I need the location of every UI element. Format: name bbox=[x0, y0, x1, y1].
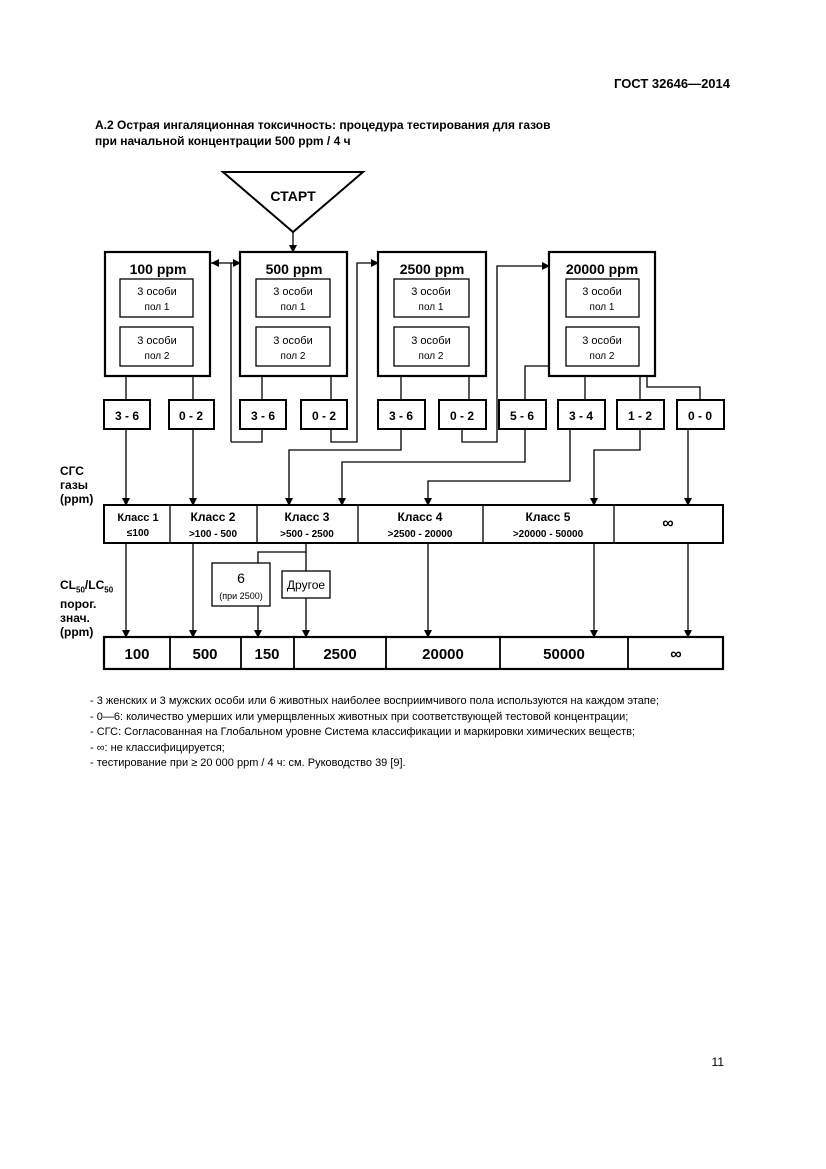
concentration-label: 20000 ppm bbox=[566, 261, 638, 277]
group-count: 3 особи bbox=[137, 286, 176, 298]
branch-note: (при 2500) bbox=[219, 591, 262, 601]
start-node: СТАРТ bbox=[220, 171, 366, 234]
outcome-arrow bbox=[338, 429, 526, 506]
outcome-box: 0 - 2 bbox=[300, 399, 348, 430]
group-sex: пол 1 bbox=[145, 302, 170, 313]
threshold-value: 50000 bbox=[543, 646, 585, 663]
class-range: >20000 - 50000 bbox=[513, 529, 584, 540]
section-heading: А.2 Острая ингаляционная токсичность: пр… bbox=[95, 117, 551, 149]
svg-text:3 - 6: 3 - 6 bbox=[115, 409, 139, 423]
threshold-value: 500 bbox=[192, 646, 217, 663]
start-label: СТАРТ bbox=[270, 188, 316, 204]
group-sex: пол 1 bbox=[281, 302, 306, 313]
outcome-box: 0 - 0 bbox=[676, 399, 725, 430]
svg-text:0 - 0: 0 - 0 bbox=[688, 409, 712, 423]
threshold-value: ∞ bbox=[670, 646, 681, 663]
group-sex: пол 2 bbox=[281, 351, 306, 362]
class-name: Класс 5 bbox=[526, 510, 571, 524]
footnote: - 0—6: количество умерших или умерщвленн… bbox=[90, 710, 629, 723]
outcome-box: 3 - 6 bbox=[103, 399, 151, 430]
group-count: 3 особи bbox=[411, 286, 450, 298]
concentration-label: 500 ppm bbox=[266, 261, 323, 277]
heading-line-2: при начальной концентрации 500 ppm / 4 ч bbox=[95, 134, 351, 148]
threshold-value: 150 bbox=[254, 646, 279, 663]
feedback-line bbox=[231, 429, 263, 443]
group-count: 3 особи bbox=[582, 335, 621, 347]
outcome-box: 0 - 2 bbox=[168, 399, 215, 430]
footnote: - 3 женских и 3 мужских особи или 6 живо… bbox=[90, 695, 660, 707]
class-name: Класс 4 bbox=[398, 510, 443, 524]
outcome-arrow bbox=[590, 429, 641, 506]
concentration-label: 100 ppm bbox=[130, 261, 187, 277]
svg-text:0 - 2: 0 - 2 bbox=[312, 409, 336, 423]
class-name: Класс 1 bbox=[117, 512, 158, 524]
outcome-box: 3 - 6 bbox=[239, 399, 287, 430]
outcome-arrow bbox=[285, 429, 402, 506]
group-count: 3 особи bbox=[411, 335, 450, 347]
group-count: 3 особи bbox=[273, 286, 312, 298]
threshold-row: 100 500 150 2500 20000 50000 ∞ bbox=[102, 635, 725, 671]
feedback-arrow bbox=[461, 262, 550, 443]
footnote: - ∞: не классифицируется; bbox=[90, 741, 225, 754]
group-count: 3 особи bbox=[273, 335, 312, 347]
box-to-outcome-lines bbox=[125, 365, 701, 400]
outcome-box: 1 - 2 bbox=[616, 399, 665, 430]
ghs-axis-label: СГС газы (ppm) bbox=[60, 464, 94, 506]
threshold-value: 100 bbox=[124, 646, 149, 663]
group-sex: пол 2 bbox=[590, 351, 615, 362]
threshold-value: 2500 bbox=[323, 646, 356, 663]
svg-text:3 - 6: 3 - 6 bbox=[251, 409, 275, 423]
concentration-box-2500: 2500 ppm 3 особи пол 1 3 особи пол 2 bbox=[376, 250, 488, 378]
outcome-arrow bbox=[424, 429, 571, 506]
group-sex: пол 1 bbox=[590, 302, 615, 313]
concentration-label: 2500 ppm bbox=[400, 261, 465, 277]
svg-text:0 - 2: 0 - 2 bbox=[450, 409, 474, 423]
group-sex: пол 2 bbox=[419, 351, 444, 362]
class-range: >500 - 2500 bbox=[280, 529, 334, 540]
branch-other: Другое bbox=[287, 578, 325, 592]
lc50-axis-label: CL50/LC50 порог. знач. (ppm) bbox=[60, 578, 114, 640]
outcome-box: 3 - 6 bbox=[377, 399, 426, 430]
heading-line-1: А.2 Острая ингаляционная токсичность: пр… bbox=[95, 118, 551, 132]
branch-box-other: Другое bbox=[281, 570, 331, 599]
footnote: - СГС: Согласованная на Глобальном уровн… bbox=[90, 726, 636, 738]
class-name: Класс 2 bbox=[191, 510, 236, 524]
class-range: >2500 - 20000 bbox=[388, 529, 453, 540]
group-count: 3 особи bbox=[582, 286, 621, 298]
footnote: - тестирование при ≥ 20 000 ppm / 4 ч: с… bbox=[90, 757, 406, 769]
document-code: ГОСТ 32646—2014 bbox=[614, 76, 730, 91]
class-name: Класс 3 bbox=[285, 510, 330, 524]
threshold-value: 20000 bbox=[422, 646, 464, 663]
svg-text:0 - 2: 0 - 2 bbox=[179, 409, 203, 423]
branch-value: 6 bbox=[237, 570, 245, 586]
footnotes: - 3 женских и 3 мужских особи или 6 живо… bbox=[90, 694, 659, 772]
concentration-box-100: 100 ppm 3 особи пол 1 3 особи пол 2 bbox=[103, 250, 212, 378]
group-sex: пол 1 bbox=[419, 302, 444, 313]
class-range: >100 - 500 bbox=[189, 529, 238, 540]
concentration-box-500: 500 ppm 3 особи пол 1 3 особи пол 2 bbox=[238, 250, 349, 378]
group-sex: пол 2 bbox=[145, 351, 170, 362]
outcome-box: 5 - 6 bbox=[498, 399, 547, 430]
svg-text:3 - 4: 3 - 4 bbox=[569, 409, 593, 423]
svg-text:1 - 2: 1 - 2 bbox=[628, 409, 652, 423]
class-name: ∞ bbox=[662, 515, 673, 532]
outcome-box: 0 - 2 bbox=[438, 399, 487, 430]
class-row: Класс 1 ≤100 Класс 2 >100 - 500 Класс 3 … bbox=[103, 504, 724, 544]
feedback-arrow bbox=[330, 259, 379, 443]
concentration-box-20000: 20000 ppm 3 особи пол 1 3 особи пол 2 bbox=[547, 250, 657, 378]
branch-box-6: 6 (при 2500) bbox=[211, 562, 271, 607]
feedback-arrow bbox=[230, 259, 241, 442]
class-range: ≤100 bbox=[127, 528, 150, 539]
group-count: 3 особи bbox=[137, 335, 176, 347]
svg-text:5 - 6: 5 - 6 bbox=[510, 409, 534, 423]
svg-text:3 - 6: 3 - 6 bbox=[389, 409, 413, 423]
outcome-box: 3 - 4 bbox=[557, 399, 606, 430]
page-number: 11 bbox=[711, 1055, 724, 1069]
